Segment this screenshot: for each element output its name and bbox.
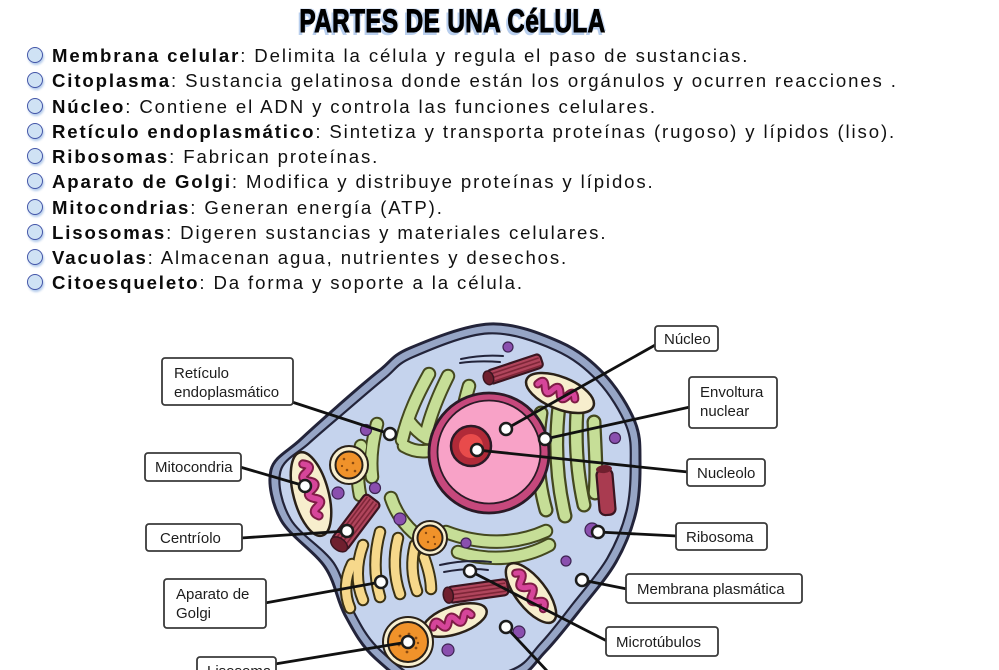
svg-text:Nucleolo: Nucleolo xyxy=(697,465,755,482)
svg-text:Aparato de: Aparato de xyxy=(176,586,249,603)
svg-text:Lisosoma: Lisosoma xyxy=(207,663,272,670)
svg-text:Ribosoma: Ribosoma xyxy=(686,529,754,546)
svg-text:Núcleo: Núcleo xyxy=(664,331,711,348)
svg-text:Microtúbulos: Microtúbulos xyxy=(616,634,701,651)
svg-text:nuclear: nuclear xyxy=(700,403,749,420)
svg-text:Mitocondria: Mitocondria xyxy=(155,459,233,476)
svg-text:endoplasmático: endoplasmático xyxy=(174,384,279,401)
svg-text:Centríolo: Centríolo xyxy=(160,530,221,547)
svg-text:Envoltura: Envoltura xyxy=(700,384,764,401)
svg-text:Membrana plasmática: Membrana plasmática xyxy=(637,581,785,598)
svg-text:Golgi: Golgi xyxy=(176,605,211,622)
svg-text:Retículo: Retículo xyxy=(174,365,229,382)
